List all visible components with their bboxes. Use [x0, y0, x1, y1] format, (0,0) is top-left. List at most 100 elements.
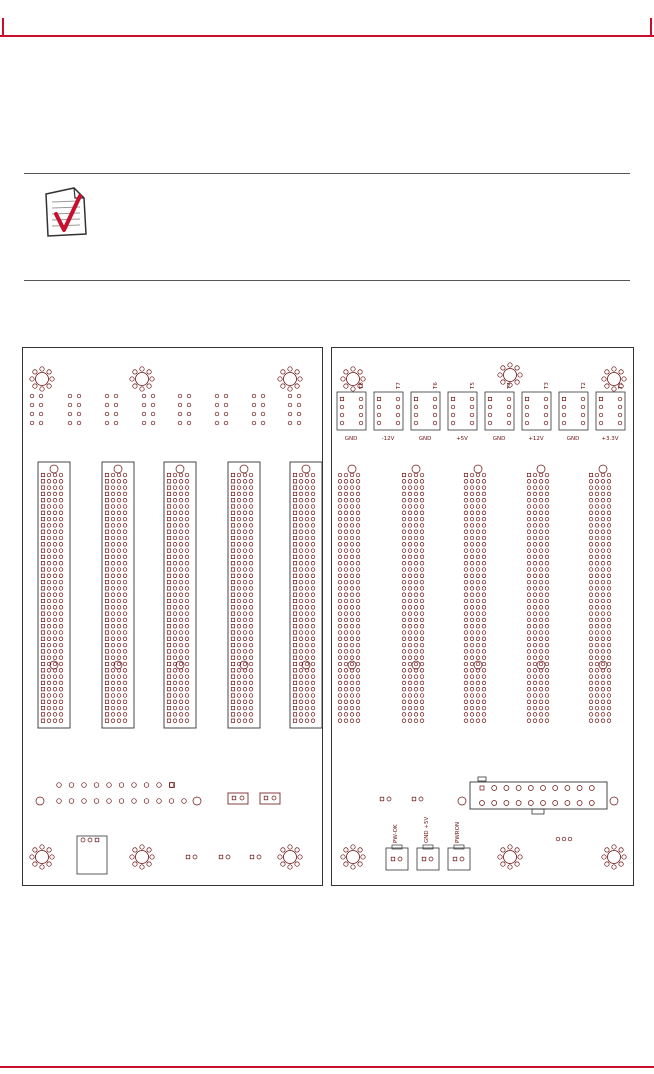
pad-hole: [463, 516, 469, 522]
pad-hole: [606, 472, 612, 478]
pad-hole: [432, 420, 438, 426]
pad-hole: [248, 624, 254, 629]
pad-hole: [116, 573, 122, 578]
pad-hole: [526, 567, 532, 572]
pad-hole: [39, 864, 45, 870]
pad-hole: [538, 510, 544, 515]
pad-hole: [538, 649, 544, 654]
pad-hole: [419, 693, 425, 698]
pad-hole: [52, 605, 58, 610]
pad-hole: [184, 693, 190, 698]
pad-hole: [131, 782, 137, 788]
pad-hole: [479, 800, 485, 806]
pad-hole: [304, 586, 310, 591]
pad-hole: [46, 592, 52, 597]
pad-hole: [146, 861, 152, 867]
pad-hole: [280, 369, 286, 375]
square-pad: [230, 573, 236, 578]
pad-hole: [355, 523, 361, 528]
pad-hole: [141, 393, 147, 399]
pad-hole: [497, 372, 503, 378]
pad-hole: [236, 680, 242, 686]
pad-hole: [538, 592, 544, 597]
pad-hole: [236, 479, 242, 484]
pad-hole: [184, 598, 190, 604]
pad-hole: [475, 699, 481, 704]
pad-hole: [116, 655, 122, 660]
pad-hole: [588, 636, 594, 641]
pad-hole: [116, 523, 122, 528]
pad-hole: [68, 798, 75, 804]
pad-hole: [343, 668, 349, 673]
square-pad: [166, 624, 172, 629]
pad-hole: [588, 592, 594, 597]
pad-hole: [413, 649, 419, 654]
square-pad: [166, 655, 172, 660]
terminal-label-top: T7: [396, 382, 402, 390]
pad-hole: [419, 661, 425, 667]
pad-hole: [407, 668, 413, 673]
pad-hole: [413, 485, 419, 490]
pad-hole: [544, 561, 550, 566]
pad-hole: [236, 598, 242, 604]
square-pad: [40, 680, 46, 685]
pad-hole: [172, 504, 178, 509]
pad-hole: [544, 598, 550, 604]
pad-hole: [304, 680, 310, 686]
square-pad: [292, 687, 298, 692]
pad-hole: [600, 535, 606, 541]
pad-hole: [184, 516, 190, 522]
pad-hole: [175, 464, 185, 474]
pad-hole: [407, 687, 413, 692]
square-pad: [292, 504, 298, 509]
pad-hole: [184, 642, 190, 648]
pad-hole: [310, 649, 316, 654]
pad-hole: [248, 674, 254, 679]
square-pad: [166, 529, 172, 534]
pad-hole: [594, 718, 600, 723]
pad-hole: [236, 516, 242, 522]
pad-hole: [298, 705, 304, 711]
pad-hole: [236, 705, 242, 711]
pad-hole: [242, 504, 248, 509]
pad-hole: [355, 674, 361, 679]
pad-hole: [116, 592, 122, 597]
pad-hole: [49, 854, 55, 860]
square-pad: [166, 573, 172, 578]
pad-hole: [481, 617, 487, 623]
pad-hole: [588, 586, 594, 591]
pad-hole: [298, 712, 304, 717]
terminal-label-top: T4: [507, 382, 513, 390]
pad-hole: [337, 579, 343, 585]
pad-hole: [376, 420, 382, 426]
square-pad: [230, 592, 236, 597]
pad-hole: [122, 624, 128, 629]
pad-hole: [463, 661, 469, 667]
pad-hole: [532, 529, 538, 534]
pad-hole: [236, 655, 242, 660]
pad-hole: [469, 510, 475, 515]
pad-hole: [46, 369, 52, 375]
pad-hole: [113, 402, 119, 408]
pad-hole: [242, 529, 248, 534]
pad-hole: [343, 498, 349, 503]
pad-hole: [294, 861, 300, 867]
pad-hole: [122, 510, 128, 515]
pad-hole: [407, 567, 413, 572]
pad-hole: [526, 542, 532, 547]
pad-hole: [491, 785, 498, 791]
pad-hole: [304, 554, 310, 560]
pad-hole: [172, 592, 178, 597]
pad-hole: [304, 535, 310, 541]
square-pad: [230, 561, 236, 566]
pad-hole: [178, 498, 184, 503]
pad-hole: [355, 579, 361, 585]
pad-hole: [337, 548, 343, 553]
pad-hole: [46, 510, 52, 515]
pad-hole: [113, 393, 119, 399]
pad-hole: [544, 567, 550, 572]
pad-hole: [594, 605, 600, 610]
pad-hole: [413, 412, 419, 418]
pad-hole: [46, 529, 52, 534]
pad-hole: [343, 561, 349, 566]
